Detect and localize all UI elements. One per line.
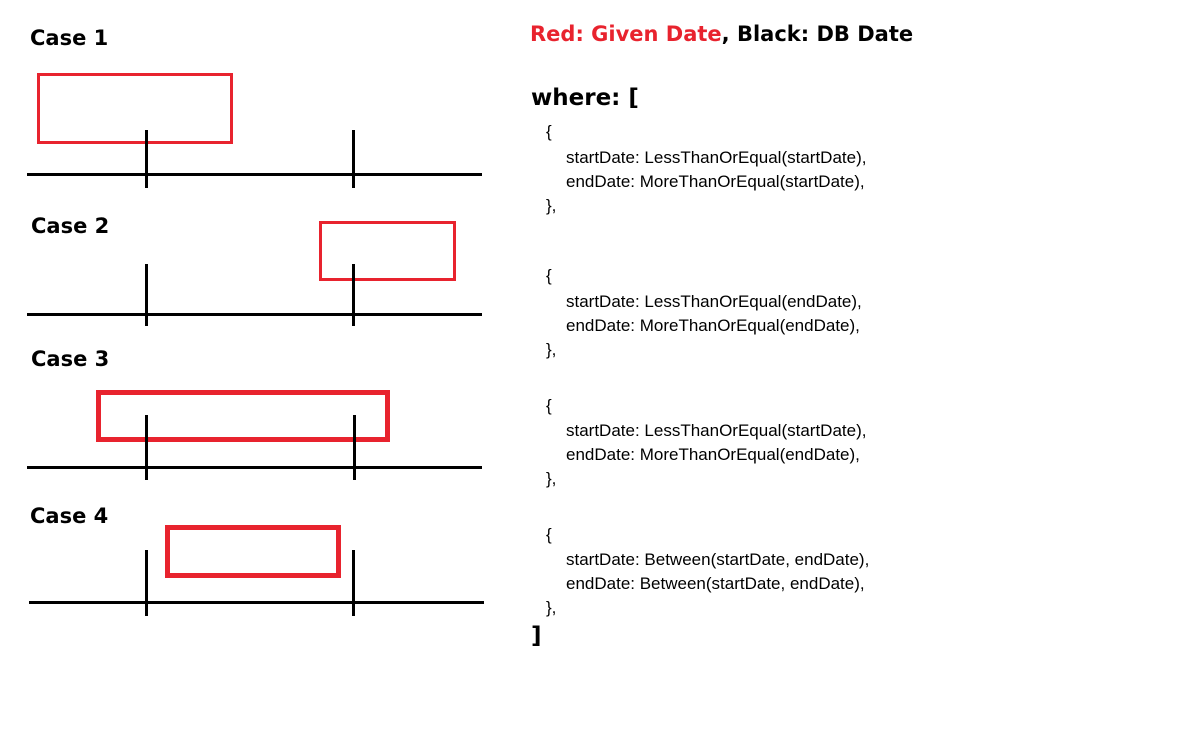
block-3-line-2: endDate: MoreThanOrEqual(endDate),: [566, 445, 860, 464]
case-4-given-date-range: [165, 525, 341, 578]
block-4-open: {: [546, 525, 552, 544]
case-4-db-start-marker: [145, 550, 148, 616]
case-3-given-date-range: [96, 390, 390, 442]
case-4-db-end-marker: [352, 550, 355, 616]
case-3-title: Case 3: [31, 347, 110, 371]
block-2-close: },: [546, 340, 557, 359]
case-4-title: Case 4: [30, 504, 109, 528]
legend-db-date: Black: DB Date: [736, 22, 914, 46]
block-4-line-1: startDate: Between(startDate, endDate),: [566, 550, 870, 569]
case-2-db-end-marker: [352, 264, 355, 326]
case-3-db-start-marker: [145, 415, 148, 480]
block-4-line-2: endDate: Between(startDate, endDate),: [566, 574, 865, 593]
case-2-title: Case 2: [31, 214, 110, 238]
case-1-given-date-range: [37, 73, 233, 144]
block-1-line-2: endDate: MoreThanOrEqual(startDate),: [566, 172, 865, 191]
block-4-close: },: [546, 598, 557, 617]
case-1-db-start-marker: [145, 130, 148, 188]
case-1-db-end-marker: [352, 130, 355, 188]
block-3-open: {: [546, 396, 552, 415]
case-1-title: Case 1: [30, 26, 109, 50]
case-1-timeline: [27, 173, 482, 176]
where-open: where: [: [531, 85, 639, 111]
legend-separator: ,: [721, 22, 737, 46]
block-1-open: {: [546, 122, 552, 141]
where-close: ]: [531, 623, 542, 649]
legend: Red: Given Date, Black: DB Date: [530, 20, 913, 48]
block-3-close: },: [546, 469, 557, 488]
block-1-line-1: startDate: LessThanOrEqual(startDate),: [566, 148, 867, 167]
case-2-given-date-range: [319, 221, 456, 281]
case-2-timeline: [27, 313, 482, 316]
block-1-close: },: [546, 196, 557, 215]
block-3-line-1: startDate: LessThanOrEqual(startDate),: [566, 421, 867, 440]
block-2-line-1: startDate: LessThanOrEqual(endDate),: [566, 292, 862, 311]
legend-given-date: Red: Given Date: [530, 22, 722, 46]
case-4-timeline: [29, 601, 484, 604]
case-3-timeline: [27, 466, 482, 469]
case-2-db-start-marker: [145, 264, 148, 326]
block-2-line-2: endDate: MoreThanOrEqual(endDate),: [566, 316, 860, 335]
block-2-open: {: [546, 266, 552, 285]
case-3-db-end-marker: [353, 415, 356, 480]
